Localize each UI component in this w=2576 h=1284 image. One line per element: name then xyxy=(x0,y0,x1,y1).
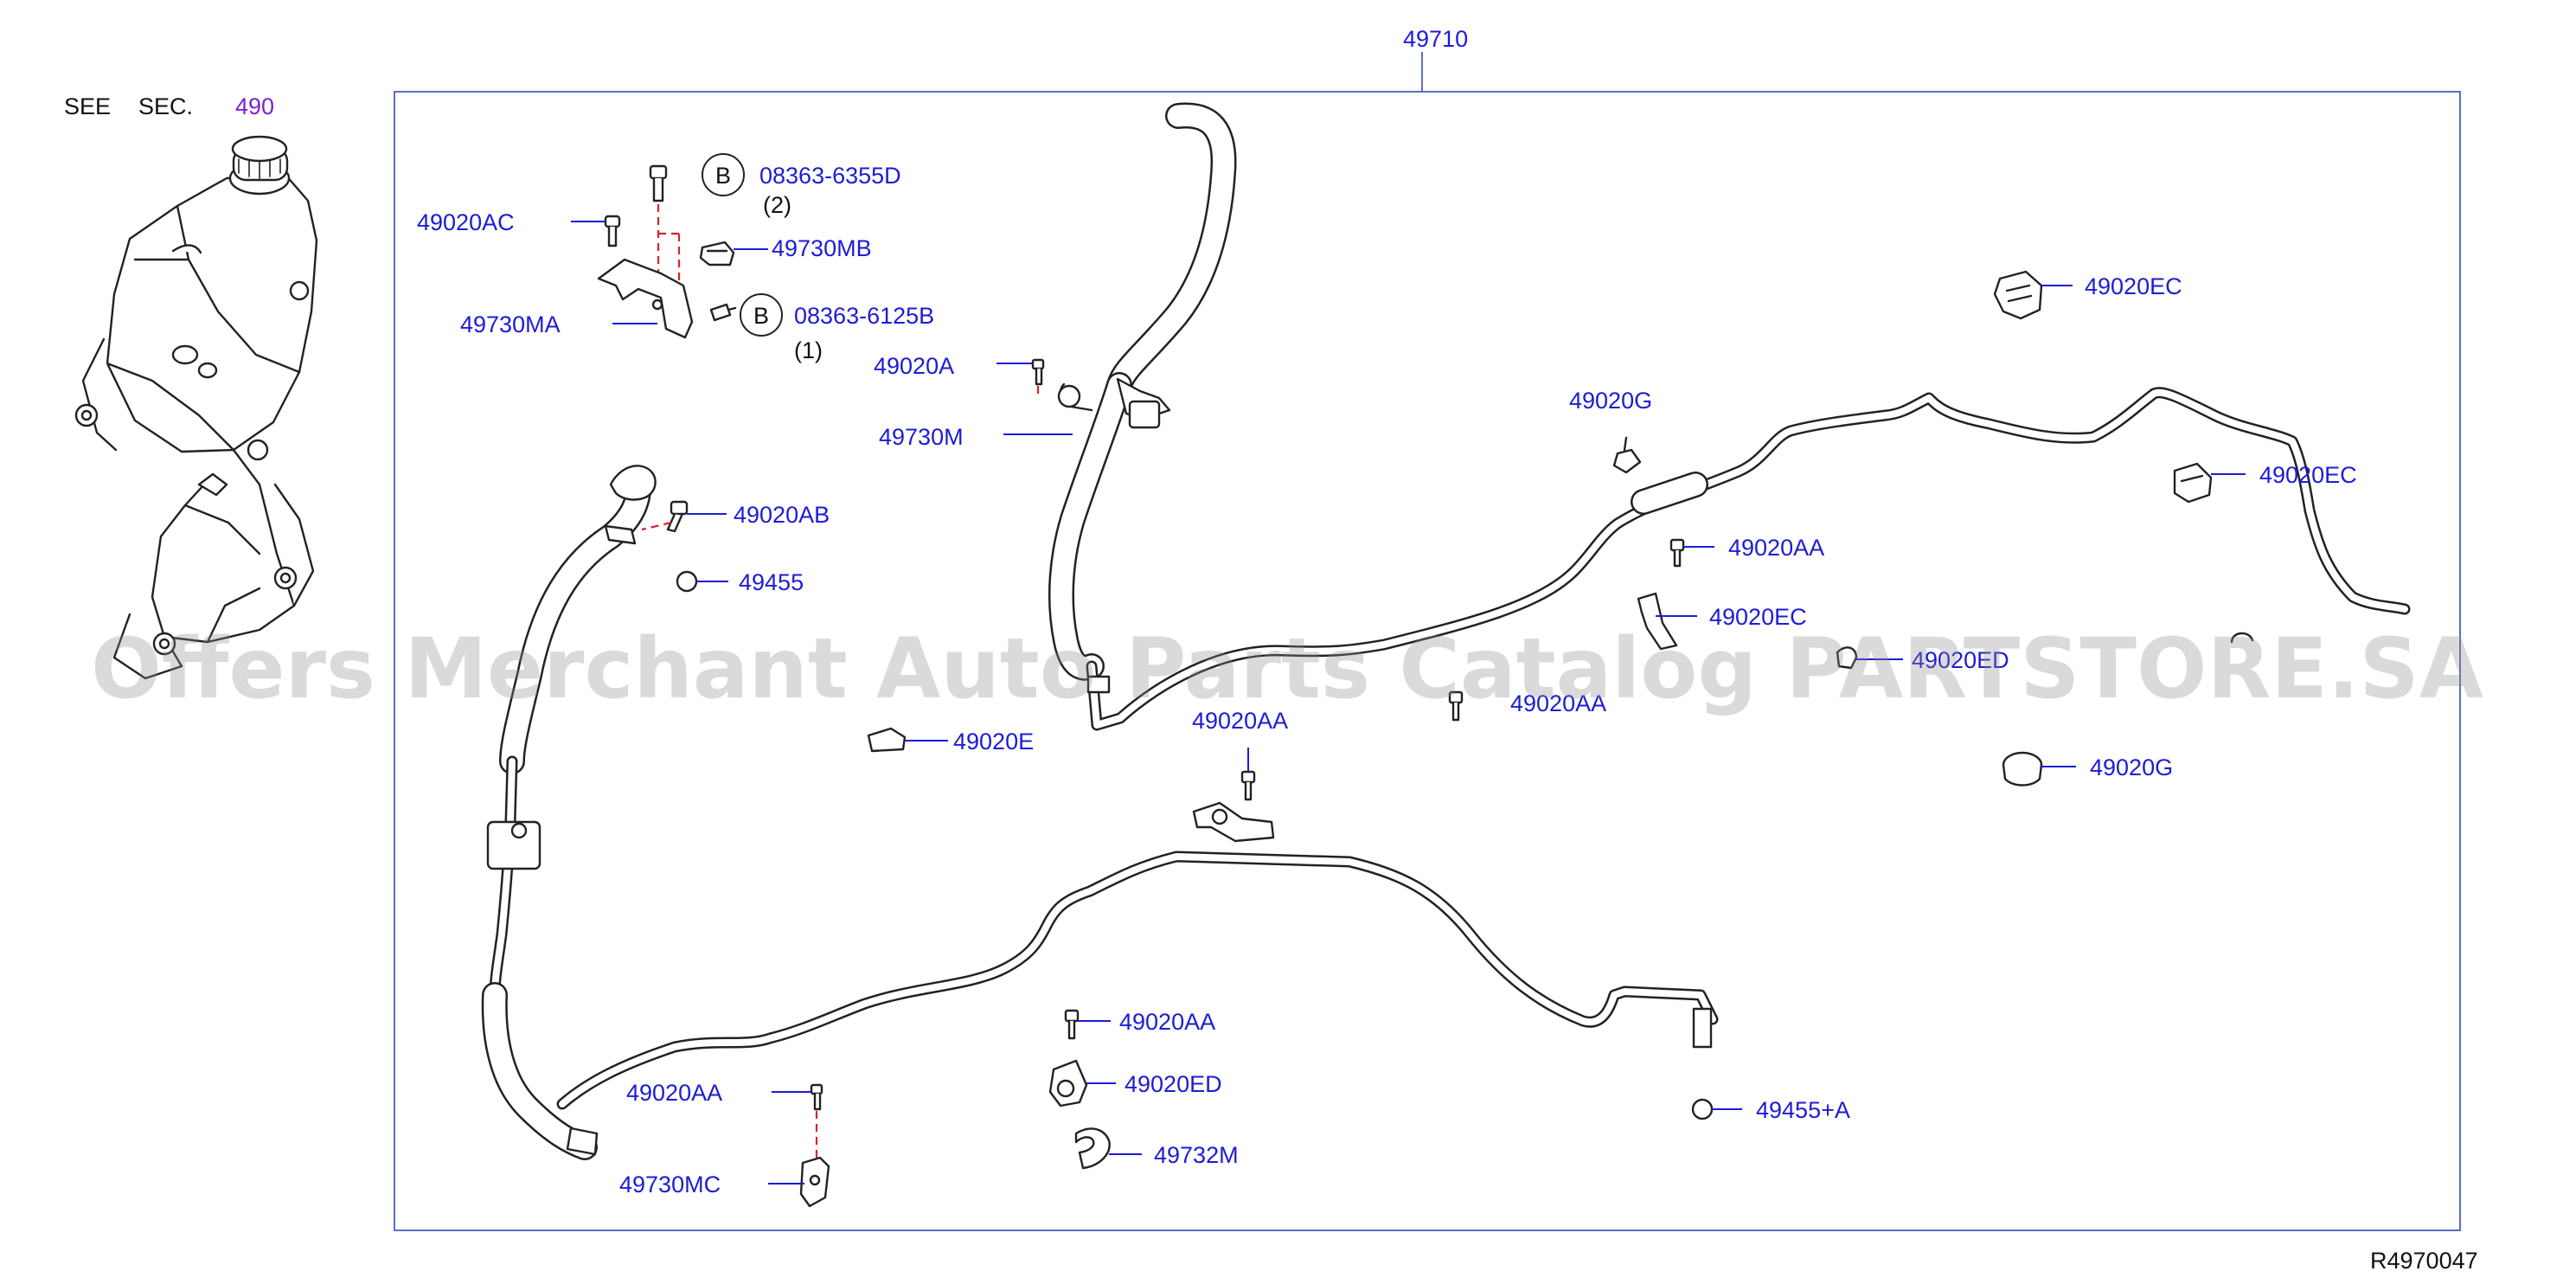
part-label-49730MB[interactable]: 49730MB xyxy=(772,235,872,261)
bolt-49020AA-c-icon xyxy=(1448,690,1464,722)
callout-b1-circle xyxy=(702,153,745,196)
part-label-49020ED-b[interactable]: 49020ED xyxy=(1125,1071,1222,1097)
bolt-49020AC-icon xyxy=(604,215,621,247)
bolt-49020AB-icon xyxy=(666,500,689,533)
part-label-49455A[interactable]: 49455+A xyxy=(1756,1097,1850,1123)
seal-49455A-icon xyxy=(1691,1098,1714,1120)
bolt-49020AA-e-icon xyxy=(810,1083,823,1111)
part-label-49020EC-c[interactable]: 49020EC xyxy=(2259,462,2357,488)
sec-number-link[interactable]: 490 xyxy=(235,93,274,119)
clamp-49020ED-b-icon xyxy=(1048,1059,1088,1107)
part-label-49020AA-e[interactable]: 49020AA xyxy=(626,1080,722,1106)
reservoir-assembly-drawing xyxy=(74,135,318,680)
part-label-49020AA-a[interactable]: 49020AA xyxy=(1192,708,1288,734)
part-label-49020AA-d[interactable]: 49020AA xyxy=(1119,1009,1215,1035)
callout-b2-letter: B xyxy=(753,303,769,329)
part-label-49020AC[interactable]: 49020AC xyxy=(417,209,515,235)
bolt-08363-6355D-icon xyxy=(649,164,668,202)
assembly-frame xyxy=(394,91,2461,1231)
part-label-49020A[interactable]: 49020A xyxy=(874,353,954,379)
part-label-49730M[interactable]: 49730M xyxy=(879,424,964,450)
part-label-49020G-b[interactable]: 49020G xyxy=(2090,754,2173,780)
part-label-49020E[interactable]: 49020E xyxy=(953,729,1034,754)
part-label-49020AA-c[interactable]: 49020AA xyxy=(1510,690,1606,716)
seal-49455-icon xyxy=(676,570,698,593)
clamp-49020EC-c-icon xyxy=(2173,462,2213,504)
bolt-49020A-icon xyxy=(1031,358,1045,386)
bolt-49020AA-d-icon xyxy=(1064,1009,1080,1040)
clip-49020ED-a-icon xyxy=(1836,646,1858,670)
callout-b2-qty: (1) xyxy=(794,337,823,363)
clamp-49020EC-a-icon xyxy=(1637,592,1678,651)
leader-lines xyxy=(571,221,2246,1184)
pressure-hose-lower xyxy=(481,465,1719,1160)
part-label-49020ED-a[interactable]: 49020ED xyxy=(1912,647,2009,673)
callout-b2-part[interactable]: 08363-6125B xyxy=(794,303,934,329)
grommet-49020G-a-icon xyxy=(1612,436,1642,474)
clip-49730MB-icon xyxy=(699,241,735,266)
callout-b1-qty: (2) xyxy=(763,192,791,218)
return-hose-upper xyxy=(1048,102,2411,731)
clamp-49020EC-b-icon xyxy=(1993,270,2043,320)
part-label-49020EC-a[interactable]: 49020EC xyxy=(1709,604,1807,630)
part-label-49020AB[interactable]: 49020AB xyxy=(734,502,830,528)
part-label-49020G-a[interactable]: 49020G xyxy=(1569,388,1652,414)
bolt-49020AA-a-icon xyxy=(1240,770,1256,801)
part-label-49730MC[interactable]: 49730MC xyxy=(619,1172,721,1197)
callout-b2-circle xyxy=(740,293,783,337)
grommet-49020G-b-icon xyxy=(2002,751,2043,786)
callout-b1-letter: B xyxy=(715,163,731,189)
diagram-code: R4970047 xyxy=(2370,1248,2478,1274)
part-label-49455[interactable]: 49455 xyxy=(739,569,804,595)
clip-49020E-icon xyxy=(867,727,907,753)
watermark-text: Offers Merchant Auto Parts Catalog PARTS… xyxy=(91,620,2483,717)
part-label-49020EC-b[interactable]: 49020EC xyxy=(2085,273,2182,299)
bracket-49730MA-icon xyxy=(597,258,694,339)
clamp-49020AA-a-icon xyxy=(1192,801,1275,843)
clamp-49732M-icon xyxy=(1074,1127,1111,1170)
see-label: SEE xyxy=(64,93,111,119)
part-label-49730MA[interactable]: 49730MA xyxy=(460,311,561,337)
bolt-08363-6125B-icon xyxy=(709,303,737,322)
part-label-49732M[interactable]: 49732M xyxy=(1154,1142,1239,1168)
callout-b1-part[interactable]: 08363-6355D xyxy=(759,163,901,189)
bolt-49020AA-b-icon xyxy=(1669,538,1685,568)
sec-label: SEC. xyxy=(138,93,193,119)
bracket-49730MC-icon xyxy=(799,1156,830,1208)
part-label-49020AA-b[interactable]: 49020AA xyxy=(1728,535,1824,561)
main-part-label[interactable]: 49710 xyxy=(1403,26,1468,52)
